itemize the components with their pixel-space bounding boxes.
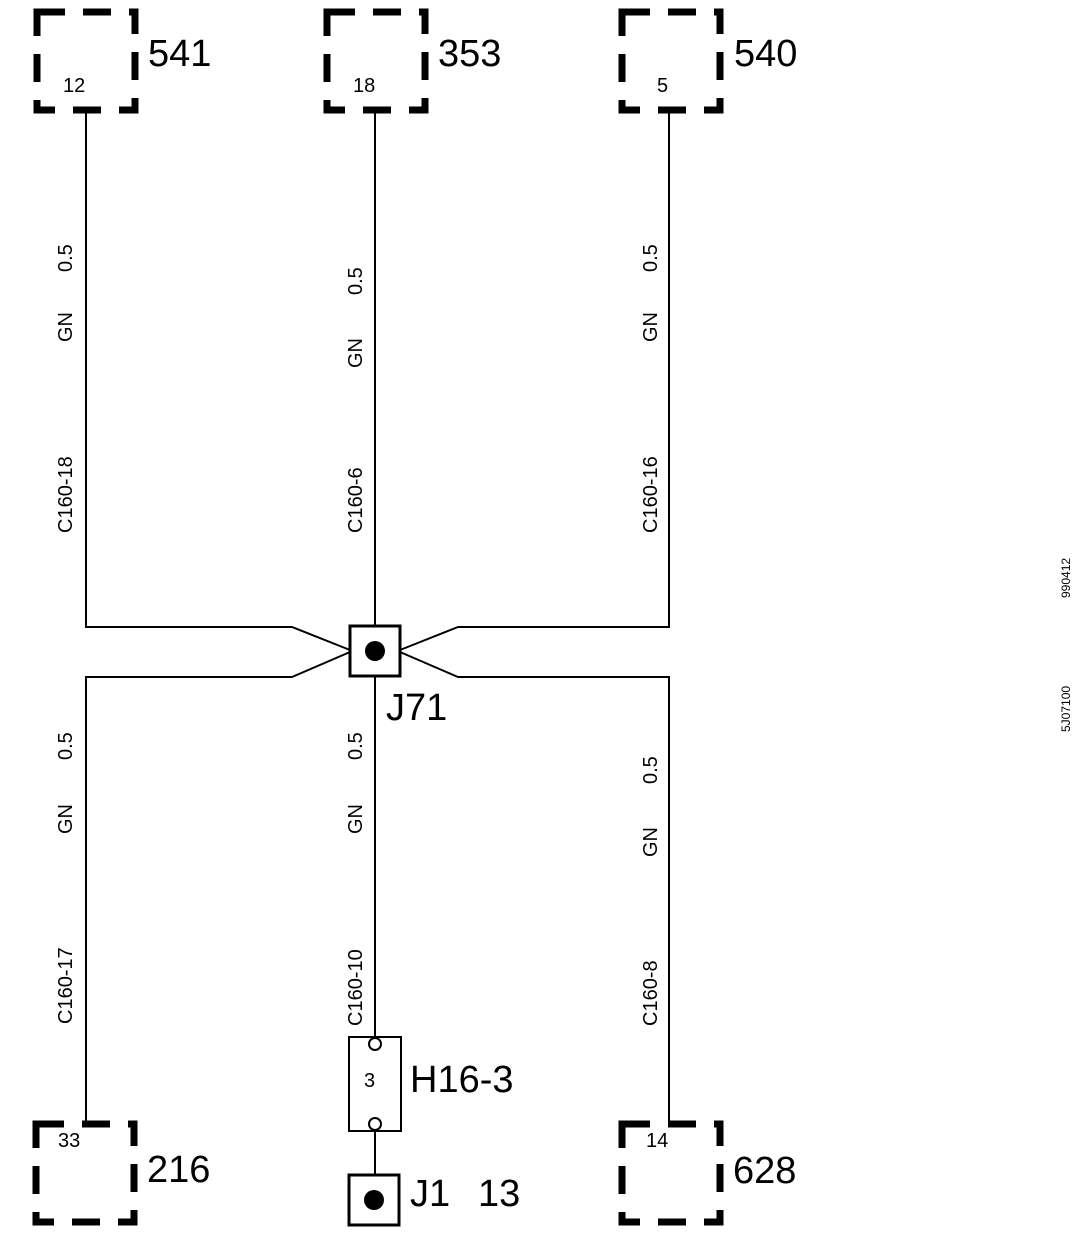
component-540: 5 540 xyxy=(618,8,797,114)
connector-h16-pin-top xyxy=(368,1037,382,1051)
wire-216 xyxy=(85,651,351,1124)
ground-j1-pin: 13 xyxy=(478,1173,520,1215)
component-353-id: 353 xyxy=(438,33,501,75)
wire-216-size: 0.5 xyxy=(55,732,77,760)
component-353-pin: 18 xyxy=(353,75,375,97)
wire-541-connector: C160-18 xyxy=(55,456,77,533)
wire-540-connector: C160-16 xyxy=(640,456,662,533)
wire-541 xyxy=(85,113,351,651)
wire-540-size: 0.5 xyxy=(640,244,662,272)
connector-h16-pin: 3 xyxy=(364,1070,375,1092)
wire-628 xyxy=(399,651,670,1124)
component-216: 33 216 xyxy=(32,1120,210,1226)
wire-541-color: GN xyxy=(55,312,77,342)
connector-h16-pin-bottom xyxy=(368,1117,382,1131)
connector-h16: 3 H16-3 xyxy=(348,1036,514,1132)
component-628: 14 628 xyxy=(618,1120,796,1226)
component-628-box xyxy=(618,1120,724,1226)
wire-h16-color: GN xyxy=(345,804,367,834)
wire-541-size: 0.5 xyxy=(55,244,77,272)
component-216-pin: 33 xyxy=(58,1130,80,1152)
connector-h16-label: H16-3 xyxy=(410,1059,514,1101)
component-628-id: 628 xyxy=(733,1150,796,1192)
component-541-id: 541 xyxy=(148,33,211,75)
ground-j1-box xyxy=(347,1173,401,1227)
component-353-box xyxy=(323,8,429,114)
wire-216-color: GN xyxy=(55,804,77,834)
component-628-pin: 14 xyxy=(646,1130,668,1152)
ground-j1-dot xyxy=(364,1190,384,1210)
splice-label: J71 xyxy=(386,687,447,729)
splice-j71: J71 xyxy=(348,624,447,729)
wire-628-color: GN xyxy=(640,827,662,857)
component-541: 12 541 xyxy=(33,8,211,114)
component-216-box xyxy=(32,1120,138,1226)
component-541-box xyxy=(33,8,139,114)
wire-h16-connector: C160-10 xyxy=(345,949,367,1026)
wire-628-size: 0.5 xyxy=(640,756,662,784)
component-353: 18 353 xyxy=(323,8,501,114)
component-541-pin: 12 xyxy=(63,75,85,97)
ground-j1-label: J1 xyxy=(410,1173,450,1215)
wire-353-color: GN xyxy=(345,338,367,368)
ground-j1: J1 13 xyxy=(347,1173,520,1227)
side-code-top: 990412 xyxy=(1059,558,1073,598)
component-540-pin: 5 xyxy=(657,75,668,97)
wire-216-connector: C160-17 xyxy=(55,947,77,1024)
wire-540-color: GN xyxy=(640,312,662,342)
splice-dot xyxy=(365,641,385,661)
side-code-bottom: 5J07100 xyxy=(1059,686,1073,732)
wire-628-connector: C160-8 xyxy=(640,960,662,1026)
wire-353-size: 0.5 xyxy=(345,267,367,295)
component-540-box xyxy=(618,8,724,114)
wire-353-connector: C160-6 xyxy=(345,467,367,533)
component-540-id: 540 xyxy=(734,33,797,75)
component-216-id: 216 xyxy=(147,1149,210,1191)
wire-h16-size: 0.5 xyxy=(345,732,367,760)
wire-540 xyxy=(399,113,670,651)
